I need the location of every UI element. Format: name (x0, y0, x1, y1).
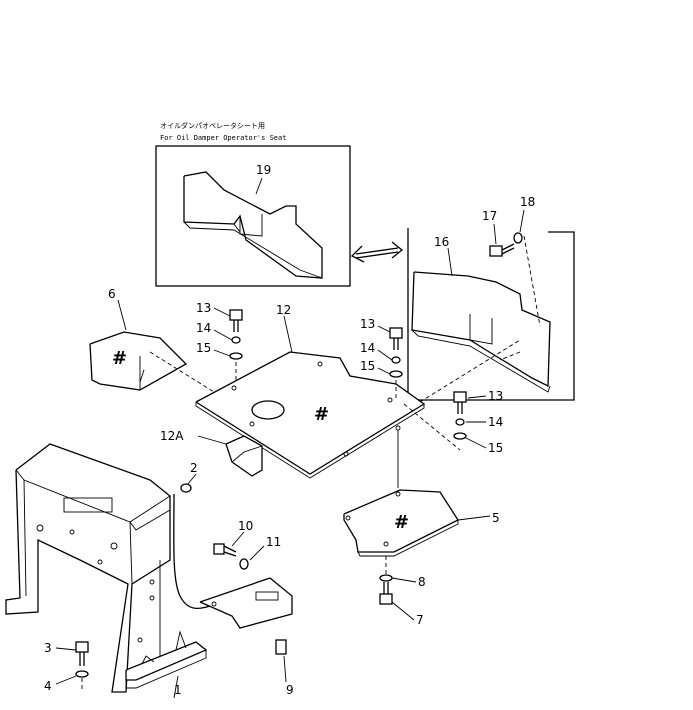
callout-13-left: 13 (196, 301, 211, 315)
callout-3: 3 (44, 641, 52, 655)
base-1-drawing: 1 (125, 630, 208, 699)
fastener-set-3-4: 3 4 (44, 641, 89, 693)
hash-mark-5: # (394, 512, 409, 533)
callout-14-center: 14 (360, 341, 375, 355)
callout-15-left: 15 (196, 341, 211, 355)
inset-frame (155, 145, 351, 287)
bracket-plate-drawing (199, 577, 293, 629)
hash-mark-6: # (112, 348, 127, 369)
cover-16-drawing (411, 271, 551, 393)
fastener-set-center: 13 14 15 (360, 317, 521, 451)
plate-5-drawing: # 5 (343, 489, 500, 574)
main-frame-drawing (5, 443, 175, 693)
bolt-17 (489, 243, 515, 257)
grommet-2: 2 (180, 461, 198, 493)
fastener-set-left: 13 14 15 (196, 301, 243, 388)
callout-19: 19 (256, 163, 271, 177)
callout-15-right: 15 (488, 441, 503, 455)
hash-mark-12: # (314, 404, 329, 425)
fastener-set-10-11: 10 11 (213, 519, 281, 570)
cable-line (173, 493, 217, 609)
callout-14-left: 14 (196, 321, 211, 335)
callout-15-center: 15 (360, 359, 375, 373)
cover-6-drawing: # 6 (89, 287, 215, 393)
callout-11: 11 (266, 535, 281, 549)
cover-19-drawing (183, 171, 323, 279)
callout-18: 18 (520, 195, 535, 209)
inset-note-en: For Oil Damper Operator's Seat (160, 134, 286, 142)
callout-14-right: 14 (488, 415, 503, 429)
washer-18 (513, 232, 523, 244)
callout-16: 16 (434, 235, 449, 249)
clip-9: 9 (275, 639, 294, 697)
callout-12a: 12A (160, 429, 184, 443)
callout-6: 6 (108, 287, 116, 301)
callout-10: 10 (238, 519, 253, 533)
fastener-set-bottom: 8 7 (379, 574, 426, 627)
inset-panel: オイルダンパオペレータシート用 For Oil Damper Operator'… (155, 121, 351, 287)
callout-13-center: 13 (360, 317, 375, 331)
interchange-arrow-icon (350, 241, 404, 263)
fastener-set-right: 13 14 15 (453, 389, 503, 455)
callout-7: 7 (416, 613, 424, 627)
callout-8: 8 (418, 575, 426, 589)
callout-9: 9 (286, 683, 294, 697)
callout-5: 5 (492, 511, 500, 525)
callout-1: 1 (174, 683, 182, 697)
frame-16-group: 16 17 18 (407, 195, 575, 401)
callout-4: 4 (44, 679, 52, 693)
callout-12: 12 (276, 303, 291, 317)
bracket-12a-drawing: 12A (160, 429, 263, 477)
inset-note-jp: オイルダンパオペレータシート用 (160, 121, 265, 130)
callout-13-right: 13 (488, 389, 503, 403)
callout-2: 2 (190, 461, 198, 475)
callout-17: 17 (482, 209, 497, 223)
